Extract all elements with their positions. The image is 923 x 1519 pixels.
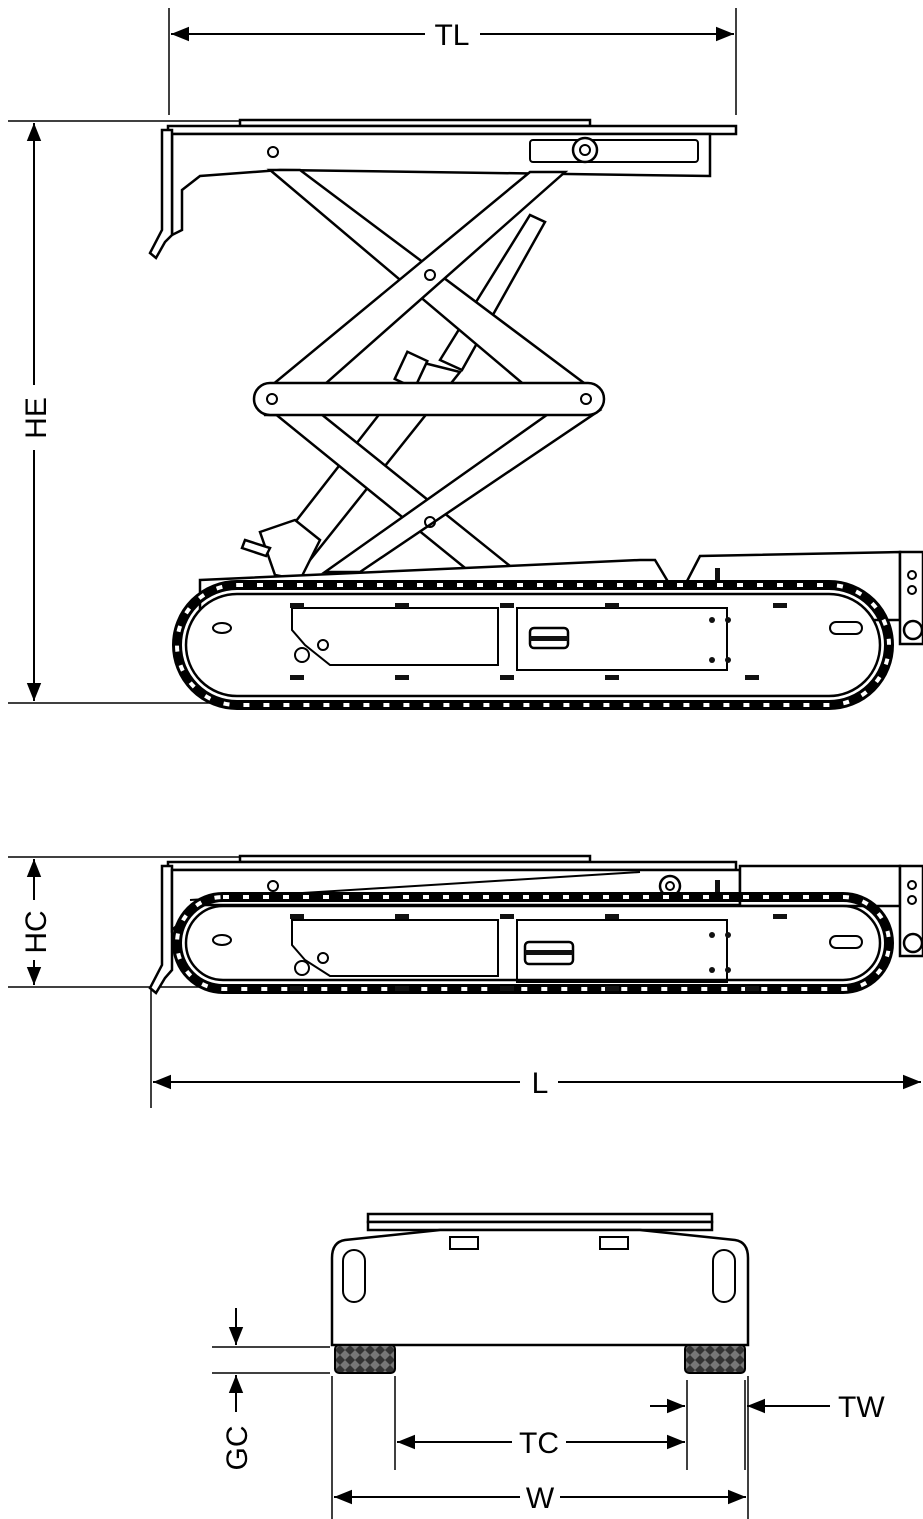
collapsed-side-view: HC L xyxy=(8,854,923,1108)
dimension-tc: TC xyxy=(394,1376,685,1470)
dimension-tl: TL xyxy=(168,8,737,115)
label-tc: TC xyxy=(519,1427,559,1460)
left-track-front xyxy=(334,1344,396,1374)
dimension-he: HE xyxy=(8,120,260,704)
crawler-track-collapsed xyxy=(172,892,894,994)
front-view: GC TW TC W xyxy=(212,1212,885,1519)
label-tw: TW xyxy=(838,1391,885,1424)
lift-platform xyxy=(148,118,738,260)
dimension-tw: TW xyxy=(650,1380,885,1470)
right-track-front xyxy=(684,1344,746,1374)
label-w: W xyxy=(526,1482,555,1515)
label-he: HE xyxy=(20,397,53,439)
label-hc: HC xyxy=(20,910,53,953)
dimension-gc: GC xyxy=(212,1308,330,1471)
label-gc: GC xyxy=(221,1426,254,1471)
crawler-track-extended xyxy=(172,580,894,710)
label-tl: TL xyxy=(434,19,469,52)
dimension-w: W xyxy=(331,1376,749,1519)
label-l: L xyxy=(532,1067,549,1100)
dimension-l: L xyxy=(150,990,921,1108)
extended-side-view: TL HE xyxy=(8,8,923,710)
